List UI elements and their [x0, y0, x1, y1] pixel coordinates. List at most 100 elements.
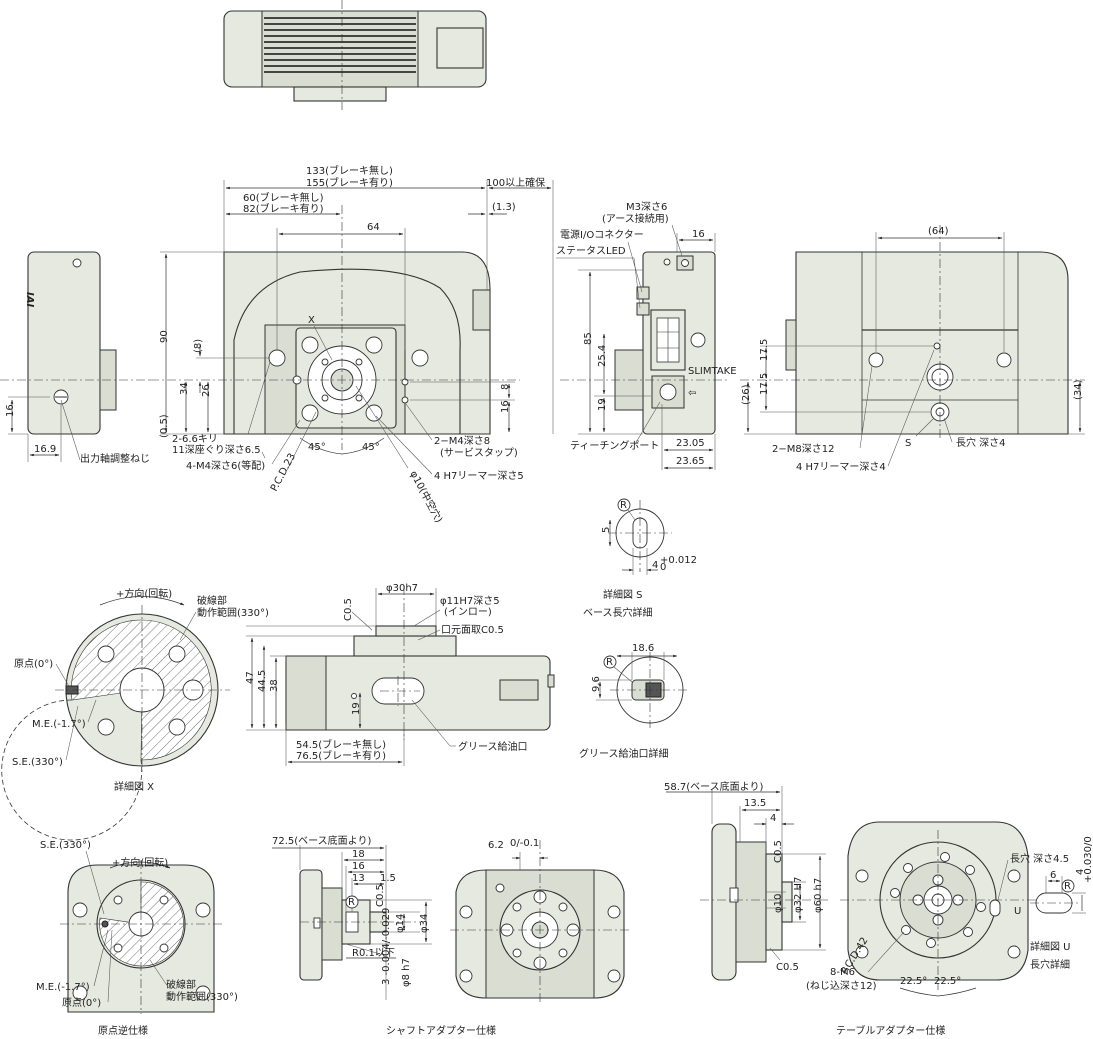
note-11: 11深座ぐり深さ6.5: [172, 443, 261, 456]
detail-s-r: R: [620, 500, 627, 511]
dim-90: 90: [159, 330, 170, 343]
slimtake-logo: SLIMTAKE: [688, 366, 737, 377]
detail-x-me: M.E.(-1.7°): [32, 719, 86, 730]
table-deg1: 22.5°: [900, 976, 927, 987]
note-m8: 2−M8深さ12: [772, 443, 834, 455]
detail-s-tol-lo: 0: [660, 562, 666, 573]
table-slot: 長穴 深さ4.5: [1010, 852, 1069, 865]
shaft-72-5: 72.5(ベース底面より): [272, 834, 371, 847]
mid-76-5: 76.5(ブレーキ有り): [296, 749, 386, 762]
mid-c05: C0.5: [343, 598, 354, 621]
table-u: U: [1014, 906, 1021, 917]
table-title: テーブルアダプター仕様: [836, 1024, 945, 1037]
shaft-6-2: 6.2: [488, 840, 504, 851]
dim-r-34: (34): [1073, 379, 1084, 400]
table-58-7: 58.7(ベース底面より): [664, 780, 763, 793]
note-slot: 長穴 深さ4: [956, 436, 1006, 449]
dim-side-19: 19: [597, 398, 608, 411]
table-u-tol: +0.030/0: [1083, 836, 1093, 883]
detail-x-dir: +方向(回転): [116, 587, 172, 600]
mid-19: 19: [351, 702, 362, 715]
detail-s-title1: 詳細図 S: [603, 588, 643, 601]
dim-8-paren: (8): [193, 339, 204, 353]
dim-64: 64: [367, 222, 380, 233]
table-phi60: φ60 h7: [813, 878, 824, 913]
rev-se: S.E.(330°): [40, 840, 91, 851]
rev-me: M.E.(-1.7°): [36, 982, 90, 993]
dim-85: 85: [583, 332, 594, 345]
dim-left-16-9: 16.9: [34, 444, 56, 455]
mid-grease: グリース給油口: [458, 740, 528, 753]
shaft-16: 16: [352, 861, 365, 872]
right-view: (64) 17.5 17.5 (26) (34) 2−M8深さ12 S 長穴 深…: [740, 225, 1085, 473]
table-4: 4: [770, 813, 776, 824]
grease-title: グリース給油口詳細: [579, 747, 669, 760]
detail-s-tol-up: +0.012: [660, 555, 697, 566]
shaft-1-5: 1.5: [380, 873, 396, 884]
note-m4-8: 2−M4深さ8: [434, 435, 490, 447]
detail-s-4: 4: [652, 560, 658, 571]
note-m4-6: 4-M4深さ6(等配): [186, 459, 265, 472]
table-13-5: 13.5: [744, 798, 766, 809]
table-c05a: C0.5: [773, 840, 784, 863]
table-phi32: φ32 H7: [793, 877, 804, 913]
pcd-23: P.C.D.23: [269, 452, 298, 494]
mid-54-5: 54.5(ブレーキ無し): [296, 738, 386, 751]
middle-view: φ30h7 C0.5 φ11H7深さ5 (インロー) 口元面取C0.5 47 4…: [245, 583, 555, 766]
left-view: IAI 16 16.9 出力軸調整ねじ: [0, 251, 150, 465]
grease-r: R: [606, 657, 613, 668]
detail-x-range1: 破線部: [197, 594, 227, 607]
detail-x-title: 詳細図 X: [114, 780, 154, 793]
rev-title: 原点逆仕様: [98, 1024, 148, 1037]
table-u-4: 4: [1075, 869, 1086, 875]
shaft-c05: C0.5: [375, 884, 386, 907]
dim-left-16: 16: [5, 404, 16, 417]
mid-47: 47: [245, 671, 256, 684]
table-m6-sub: (ねじ込深さ12): [806, 980, 877, 992]
table-c05b: C0.5: [776, 962, 799, 973]
table-deg2: 22.5°: [934, 976, 961, 987]
dim-8: 8: [500, 384, 511, 390]
grease-18-6: 18.6: [632, 643, 654, 654]
iai-logo: IAI: [24, 292, 35, 307]
shaft-adapter-view: 72.5(ベース底面より) 18 16 13 1.5 R C0.5 φ14 φ3…: [272, 834, 632, 1037]
angle-45b: 45°: [362, 442, 380, 453]
shaft-r01: R0.1以下: [352, 948, 395, 959]
mid-phi30: φ30h7: [386, 583, 418, 594]
detail-x-origin: 原点(0°): [14, 658, 53, 670]
note-teach: ティーチングポート: [570, 439, 659, 452]
arrow-icon: ⇦: [688, 388, 696, 399]
table-u-title1: 詳細図 U: [1030, 940, 1071, 953]
mid-44-5: 44.5: [257, 670, 268, 692]
rev-origin: 原点(0°): [62, 997, 101, 1009]
dim-1-3: (1.3): [492, 202, 516, 213]
dim-25-4: 25.4: [597, 345, 608, 367]
detail-s-5: 5: [601, 527, 612, 533]
dim-r-26: (26): [741, 384, 752, 405]
detail-s: R 5 4 +0.012 0 詳細図 S ベース長穴詳細: [583, 498, 697, 619]
dim-23-05: 23.05: [676, 438, 705, 449]
note-6-6: 2-6.6キリ: [172, 434, 218, 445]
table-u-title2: 長穴詳細: [1030, 958, 1070, 971]
dim-17-5a: 17.5: [759, 339, 770, 361]
shaft-phi34: φ34: [419, 914, 430, 933]
table-adapter-view: 58.7(ベース底面より) 13.5 4 C0.5 φ32 H7 φ60 h7 …: [664, 780, 1093, 1037]
dim-60: 60(ブレーキ無し): [243, 191, 324, 204]
dim-side-16: 16: [692, 229, 705, 240]
side-view: SLIMTAKE ⇦ M3深さ6 (アース接続用) 16 電源I/Oコネクター …: [556, 201, 737, 470]
rev-range1: 破線部: [166, 978, 196, 991]
shaft-r: R: [348, 897, 355, 908]
dim-23-65: 23.65: [676, 456, 705, 467]
rev-dir: +方向(回転): [112, 856, 168, 869]
shaft-18: 18: [352, 849, 365, 860]
dim-82: 82(ブレーキ有り): [243, 202, 324, 215]
note-reamer4: 4 H7リーマー深さ4: [796, 461, 886, 473]
table-phi10: φ10: [773, 894, 784, 913]
shaft-key: 3 -0.004/-0.029: [381, 908, 392, 985]
dim-0-5: (0.5): [159, 414, 170, 438]
dim-133: 133(ブレーキ無し): [306, 164, 393, 177]
shaft-title: シャフトアダプター仕様: [386, 1024, 496, 1037]
dim-16: 16: [500, 400, 511, 413]
top-view: [223, 0, 487, 110]
